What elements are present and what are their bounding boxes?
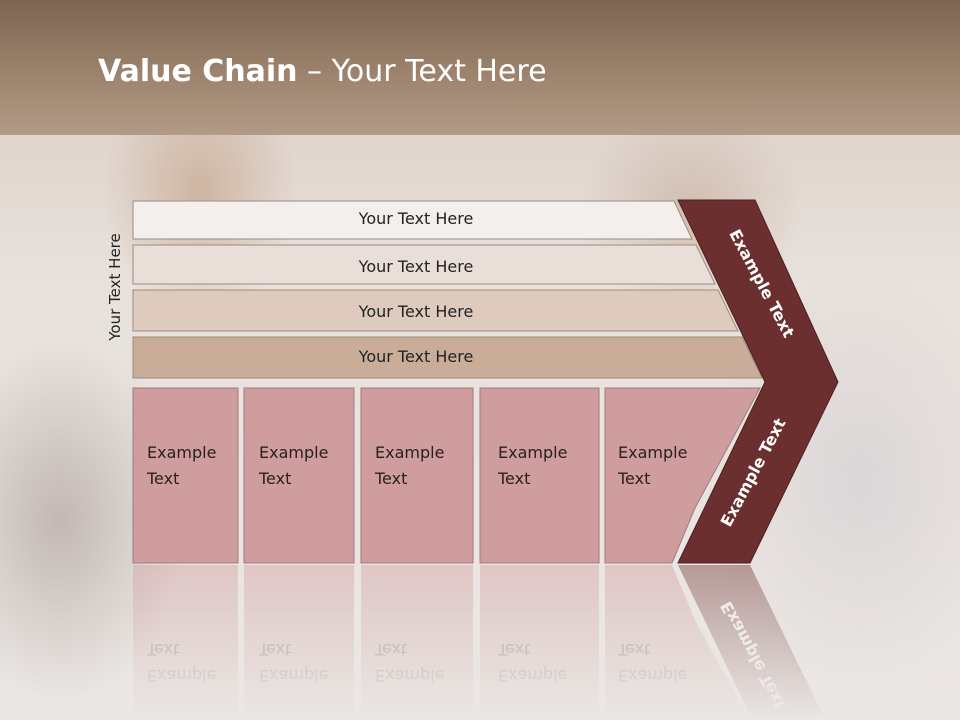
column-5-line2: Text	[617, 469, 650, 488]
band-2: Your Text Here	[132, 244, 716, 285]
title-bold: Value Chain	[98, 54, 298, 89]
reflection-col-2-line1: Example	[259, 666, 328, 685]
column-4: Example Text	[479, 387, 600, 564]
column-5: Example Text	[604, 387, 761, 564]
reflection-col-5-line2: Text	[617, 640, 650, 659]
reflection-col-5-line1: Example	[618, 666, 687, 685]
band-4-label: Your Text Here	[358, 347, 474, 366]
reflection-col-1-line2: Text	[146, 640, 179, 659]
band-1: Your Text Here	[132, 200, 693, 240]
column-1-line2: Text	[146, 469, 179, 488]
column-1-line1: Example	[147, 443, 216, 462]
reflection-col-1-line1: Example	[147, 666, 216, 685]
column-3-line2: Text	[374, 469, 407, 488]
reflection-col-4-line1: Example	[498, 666, 567, 685]
column-2-line2: Text	[258, 469, 291, 488]
reflection-col-3-line1: Example	[375, 666, 444, 685]
column-1: Example Text	[132, 387, 239, 564]
reflection-col-4-line2: Text	[497, 640, 530, 659]
column-2: Example Text	[243, 387, 355, 564]
slide-title: Value Chain – Your Text Here	[98, 54, 547, 89]
column-4-line2: Text	[497, 469, 530, 488]
column-4-line1: Example	[498, 443, 567, 462]
column-3-line1: Example	[375, 443, 444, 462]
chevron: Example Text Example Text	[677, 199, 839, 564]
reflection-col-2-line2: Text	[258, 640, 291, 659]
band-3-label: Your Text Here	[358, 302, 474, 321]
band-3: Your Text Here	[132, 289, 739, 332]
column-3: Example Text	[360, 387, 474, 564]
column-2-line1: Example	[259, 443, 328, 462]
band-2-label: Your Text Here	[358, 257, 474, 276]
title-bar	[0, 0, 960, 135]
band-1-label: Your Text Here	[358, 209, 474, 228]
band-4: Your Text Here	[132, 336, 763, 379]
reflection-col-3-line2: Text	[374, 640, 407, 659]
diagram-main: Your Text Here Your Text Here Your Text …	[132, 199, 839, 564]
column-5-line1: Example	[618, 443, 687, 462]
title-rest: – Your Text Here	[297, 54, 547, 89]
diagram-reflection: Example Text Example Text Example Text E…	[133, 565, 826, 720]
